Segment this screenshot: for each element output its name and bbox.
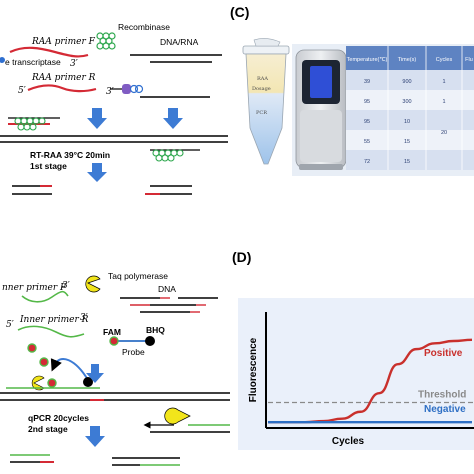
pcr-program-table: Temperature(℃) Time(s) Cycles Flu 39 900 1 95 30…	[346, 46, 474, 170]
down-arrow-icon	[87, 163, 107, 182]
recombinase-bound-strand	[8, 117, 60, 131]
table-cell: 900	[402, 79, 411, 85]
down-arrow-icon	[86, 364, 104, 383]
dna-label: DNA	[158, 284, 176, 294]
tube-icon	[242, 38, 290, 165]
tube-label-dosage: Dosage	[252, 86, 271, 92]
probe-icon	[109, 336, 155, 346]
table-header-cell: Flu	[465, 57, 473, 63]
table-row	[346, 70, 474, 90]
inner-primer-r-3prime: 3′	[80, 313, 88, 323]
rt-raa-stage-label: RT-RAA 39°C 20min	[30, 150, 110, 160]
primer-r-3prime: 3′	[106, 87, 114, 97]
released-fluorophore-icon	[39, 357, 49, 367]
qpcr-instrument-icon	[295, 49, 347, 170]
down-arrow-icon	[85, 426, 105, 447]
raa-primer-r-label: RAA primer R	[31, 73, 96, 83]
table-cell: 95	[364, 99, 370, 105]
inner-primer-f-3prime: 3′	[62, 281, 70, 291]
dna-fragments	[120, 297, 218, 313]
panel-d-label: (D)	[232, 249, 251, 265]
table-cell: 20	[441, 130, 447, 136]
table-cell: 1	[442, 79, 445, 85]
curved-arrow-icon	[50, 358, 89, 381]
y-axis-label: Fluorescence	[248, 337, 259, 402]
cleavage-complex	[6, 375, 100, 391]
table-header	[346, 46, 474, 70]
series-label-positive: Positive	[424, 348, 463, 359]
table-header-cell: Cycles	[436, 57, 453, 63]
amplified-product	[12, 185, 52, 195]
down-arrow-icon	[163, 108, 183, 129]
probe-label: Probe	[122, 347, 145, 357]
panel-rt-raa: Recombinase RAA primer F 3′ DNA/RNA e tr…	[0, 22, 228, 195]
reverse-transcriptase-label: e transcriptase	[5, 57, 61, 67]
table-cell: 95	[364, 119, 370, 125]
dna-rna-label: DNA/RNA	[160, 37, 199, 47]
first-stage-label: 1st stage	[30, 161, 67, 171]
chart-background	[238, 298, 474, 450]
table-header-cell: Temperature(℃)	[347, 57, 388, 63]
x-axis-label: Cycles	[332, 436, 365, 447]
taq-polymerase-icon	[164, 407, 191, 425]
table-cell: 15	[404, 139, 410, 145]
tube-label-raa: RAA	[257, 76, 268, 82]
inner-primer-r-strand	[17, 325, 85, 338]
qpcr-cycles-label: qPCR 20cycles	[28, 413, 89, 423]
table-cell: 10	[404, 119, 410, 125]
bhq-label: BHQ	[146, 325, 165, 335]
panel-qpcr: Taq polymerase nner primer F 3′ DNA 5′ I…	[0, 271, 230, 466]
table-header-cell: Time(s)	[398, 57, 417, 63]
table-cell: 55	[364, 139, 370, 145]
primer-f-3prime: 3′	[70, 59, 78, 69]
tube-label-pcr: PCR	[256, 110, 267, 116]
released-fluorophore-icon	[27, 343, 37, 353]
second-stage-label: 2nd stage	[28, 424, 68, 434]
amplified-product	[145, 185, 192, 195]
series-label-negative: Negative	[424, 404, 466, 415]
primer-r-strand	[27, 84, 97, 93]
threshold-label: Threshold	[418, 389, 466, 400]
taq-polymerase-icon	[85, 275, 101, 293]
panel-c-label: (C)	[230, 4, 249, 20]
primer-r-5prime: 5′	[18, 86, 26, 96]
table-cell: 72	[364, 159, 370, 165]
table-cell: 1	[442, 99, 445, 105]
reverse-transcriptase-icon	[0, 57, 5, 63]
primer-complex-icon	[122, 84, 144, 94]
table-cell: 39	[364, 79, 370, 85]
inner-primer-r-5prime: 5′	[6, 320, 14, 330]
amplified-product	[112, 457, 180, 466]
recombinase-bound-strand	[150, 149, 200, 162]
taq-polymerase-label: Taq polymerase	[108, 271, 168, 281]
recombinase-label: Recombinase	[118, 22, 170, 32]
table-cell: 300	[402, 99, 411, 105]
table-cell: 15	[404, 159, 410, 165]
table-row	[346, 110, 474, 130]
inner-primer-f-strand	[21, 290, 69, 303]
inner-primer-f-label: nner primer F	[2, 283, 67, 293]
recombinase-hexagon-icon	[96, 32, 116, 50]
down-arrow-icon	[87, 108, 107, 129]
table-row	[346, 130, 474, 150]
primer-f-strand	[9, 46, 89, 58]
fam-label: FAM	[103, 327, 121, 337]
amplified-product	[10, 454, 54, 463]
table-row	[346, 90, 474, 110]
table-row	[346, 150, 474, 170]
inner-primer-r-label: Inner primer R	[19, 315, 89, 325]
panel-c: (C) RAA Dosage PCR Temperature(℃) Time(s)…	[230, 4, 474, 176]
raa-primer-f-label: RAA primer F	[31, 37, 96, 47]
